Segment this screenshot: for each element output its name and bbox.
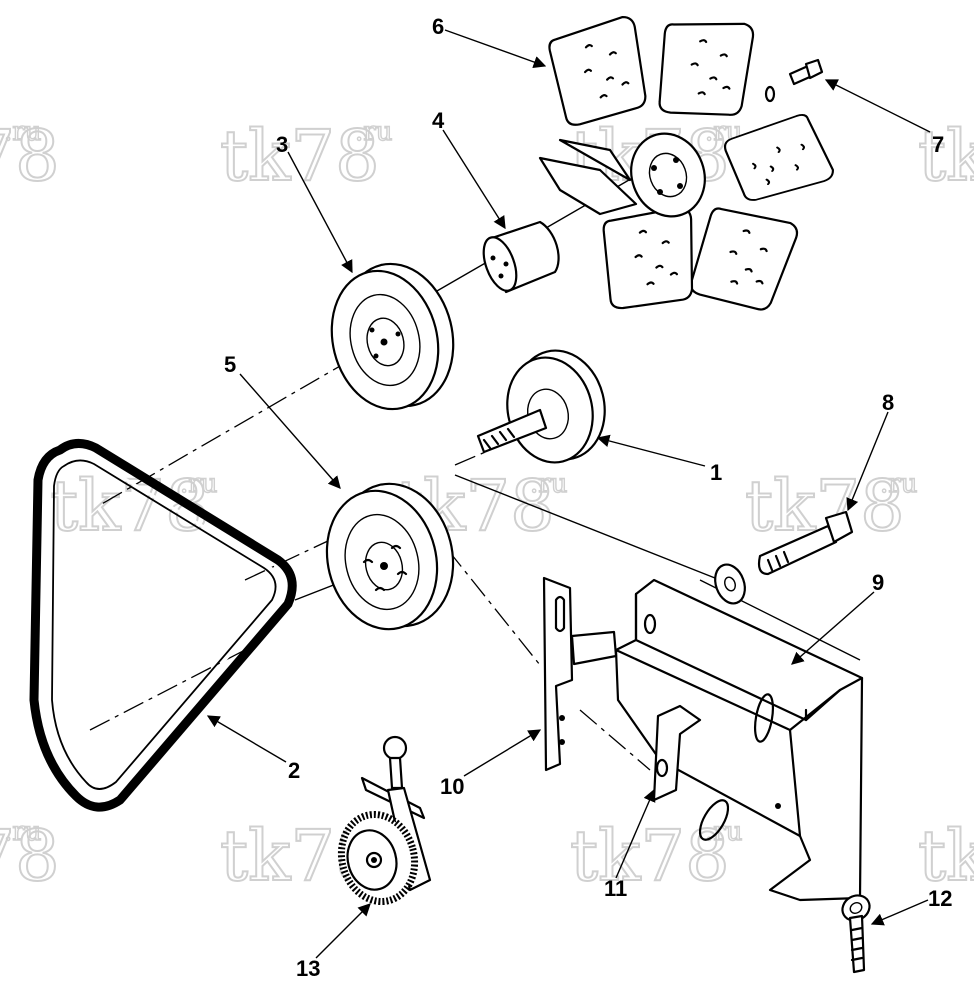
- callout-1: 1: [710, 460, 722, 485]
- callout-7: 7: [932, 132, 944, 157]
- fan-bolt-washer: [764, 58, 824, 103]
- fan-spacer: [482, 220, 560, 294]
- callout-8: 8: [882, 390, 894, 415]
- callout-2: 2: [288, 758, 300, 783]
- eye-bolt: [841, 894, 871, 974]
- watermark-sup: .ru: [880, 469, 917, 499]
- v-belt: [29, 439, 297, 812]
- watermark-text: tk78: [220, 115, 380, 197]
- callout-13: 13: [296, 956, 320, 981]
- watermark-text: tk78: [0, 115, 60, 197]
- belt-tension-gauge: [337, 735, 432, 906]
- drive-pulley: [325, 482, 455, 631]
- watermark-sup: .ru: [180, 469, 217, 499]
- fan-pulley: [330, 262, 455, 411]
- watermark-group: tk78 .ru tk78 .ru tk78 tk78 .ru tk78 .ru…: [0, 114, 974, 898]
- leader-arrows: [206, 29, 931, 959]
- callout-12: 12: [928, 886, 952, 911]
- watermark-sup: .ru: [355, 117, 392, 147]
- watermark-sup: .ru: [530, 469, 567, 499]
- callout-9: 9: [872, 570, 884, 595]
- adjusting-plate: [542, 576, 618, 772]
- callout-5: 5: [224, 352, 236, 377]
- fan-assembly: [538, 13, 837, 319]
- callout-4: 4: [432, 108, 445, 133]
- watermark-sup: .ru: [4, 117, 41, 147]
- idler-pulley: [476, 349, 606, 464]
- watermark-sup: .ru: [4, 817, 41, 847]
- callout-11: 11: [604, 876, 627, 901]
- callout-10: 10: [440, 774, 464, 799]
- watermark-text: tk78: [918, 115, 974, 197]
- callout-labels: 6 7 3 4 5 1 8 9 2 10 11 12 13: [224, 14, 952, 981]
- watermark-text: tk78: [570, 815, 730, 897]
- watermark-text: tk78: [918, 815, 974, 897]
- idler-bolt-washer: [714, 510, 854, 605]
- callout-3: 3: [276, 132, 288, 157]
- watermark-text: tk78: [0, 815, 60, 897]
- callout-6: 6: [432, 14, 444, 39]
